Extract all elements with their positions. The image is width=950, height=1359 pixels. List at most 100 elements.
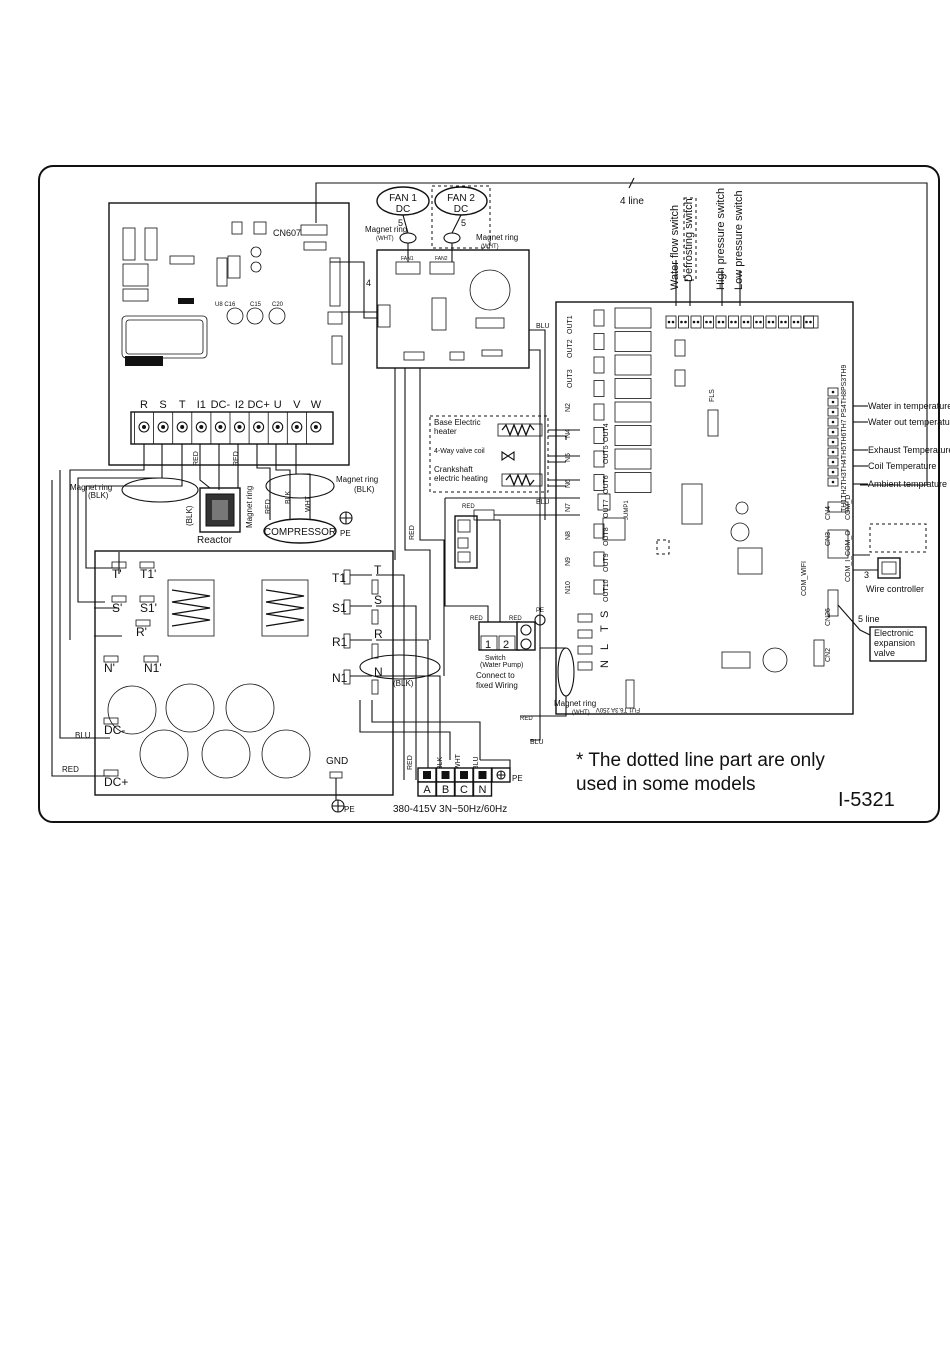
connector-pin xyxy=(671,320,675,324)
inverter-terminal-label: U xyxy=(274,399,282,411)
connector-pin xyxy=(742,320,746,324)
svg-text:(WHT): (WHT) xyxy=(481,244,499,250)
connector-pin xyxy=(831,460,835,464)
mains-terminal xyxy=(577,661,593,671)
supply-terminal-screw xyxy=(423,771,431,779)
filter-terminal xyxy=(371,609,379,625)
top-connector xyxy=(740,315,752,329)
connector-pin xyxy=(796,320,800,324)
svg-text:BLK: BLK xyxy=(285,490,292,504)
top-connector xyxy=(678,315,689,329)
terminal-screw xyxy=(253,421,265,433)
relay xyxy=(614,448,652,470)
connector-pin xyxy=(705,320,708,324)
fan2-label: FAN 2 xyxy=(447,193,475,204)
sensor-connector xyxy=(827,477,839,487)
n-label: N8 xyxy=(565,531,572,540)
terminal-screw-center xyxy=(161,425,166,429)
wire-controller xyxy=(877,557,901,579)
filter-terminal xyxy=(103,717,119,725)
out-label: OUT1 xyxy=(567,315,574,334)
fan1-magnet-ring: Magnet ring xyxy=(365,225,407,234)
svg-text:Switch: Switch xyxy=(485,655,506,662)
svg-text:(BLK): (BLK) xyxy=(88,491,109,500)
relay xyxy=(614,378,652,399)
filter-left-terminals: T'T1'S'S1'R'N'N1'DC-DC+ xyxy=(103,561,162,789)
top-connector xyxy=(690,315,702,329)
connector-pin xyxy=(746,320,750,324)
filter-terminal-label: R1 xyxy=(332,635,348,649)
top-connector xyxy=(803,315,819,329)
relay-pin-block xyxy=(597,493,611,511)
svg-text:RED: RED xyxy=(509,616,522,622)
filter-terminal-label: R xyxy=(374,627,383,641)
sensor-connector xyxy=(827,437,839,447)
filter-terminal-label: DC+ xyxy=(104,775,128,789)
relay-column xyxy=(593,307,652,595)
inverter-terminal-label: T xyxy=(179,399,186,411)
top-connector xyxy=(765,315,777,329)
supply-terminal-label: C xyxy=(460,784,468,796)
terminal-screw xyxy=(195,421,207,433)
fan2-pins: 5 xyxy=(461,218,466,228)
switch-label: High pressure switch xyxy=(715,188,727,290)
terminal-screw xyxy=(233,421,246,433)
svg-text:RED: RED xyxy=(520,716,533,722)
filter-terminal-label: N1' xyxy=(144,661,162,675)
svg-text:(BLK): (BLK) xyxy=(354,485,375,494)
filter-terminal-label: N xyxy=(374,665,383,679)
drawing-number: I-5321 xyxy=(838,789,895,811)
fan-board xyxy=(376,249,530,369)
terminal-screw xyxy=(214,421,226,433)
relay-pin-block xyxy=(593,427,605,444)
four-line-label: 4 line xyxy=(620,196,644,207)
filter-terminal-label: DC- xyxy=(104,723,125,737)
top-connector xyxy=(778,315,789,329)
n-label: N7 xyxy=(565,503,572,512)
sensor-connector xyxy=(827,417,839,427)
fan1-label: FAN 1 xyxy=(389,193,417,204)
inverter-terminal-label: I1 xyxy=(197,399,206,411)
connector-pin xyxy=(696,320,700,324)
connector-pin xyxy=(730,320,733,324)
terminal-screw xyxy=(310,421,322,433)
sensor-connectors xyxy=(827,387,839,487)
out-label: OUT7 xyxy=(603,499,610,518)
svg-text:C20: C20 xyxy=(272,302,284,308)
mains-terminal-label: L xyxy=(599,644,611,650)
relay xyxy=(614,354,652,376)
filter-terminal-label: T xyxy=(374,563,382,577)
svg-text:Connect to: Connect to xyxy=(476,671,515,680)
n-label: N5 xyxy=(565,453,572,462)
filter-terminal xyxy=(143,655,159,663)
filter-terminal-label: T1 xyxy=(332,571,346,585)
top-connectors xyxy=(665,315,819,329)
svg-text:(Water Pump): (Water Pump) xyxy=(480,662,523,669)
out-label: OUT9 xyxy=(603,553,610,572)
supply-terminal-cell xyxy=(472,781,493,797)
svg-text:BLU: BLU xyxy=(536,499,550,506)
svg-text:(BLK): (BLK) xyxy=(393,679,414,688)
valve-label: 4-Way valve coil xyxy=(434,448,485,455)
mains-terminal-label: N xyxy=(599,660,611,668)
supply-terminal-screw xyxy=(478,771,487,779)
top-connector xyxy=(790,315,802,329)
n-label: N4 xyxy=(565,429,572,438)
connector-pin xyxy=(831,390,835,394)
relay xyxy=(614,331,652,352)
filter-terminal xyxy=(343,669,351,685)
svg-text:RED: RED xyxy=(62,765,79,774)
mains-terminal xyxy=(577,645,593,655)
svg-text:1: 1 xyxy=(485,639,491,651)
connector-pin xyxy=(784,320,787,324)
n-label: N6 xyxy=(565,479,572,488)
magnet-ring-right-label: Magnet ring xyxy=(336,475,378,484)
terminal-screw-center xyxy=(180,425,185,429)
sensor-connector xyxy=(827,387,839,397)
svg-text:RED: RED xyxy=(233,451,240,466)
fuse-label: FU1 T6.3A 250V xyxy=(596,706,640,712)
